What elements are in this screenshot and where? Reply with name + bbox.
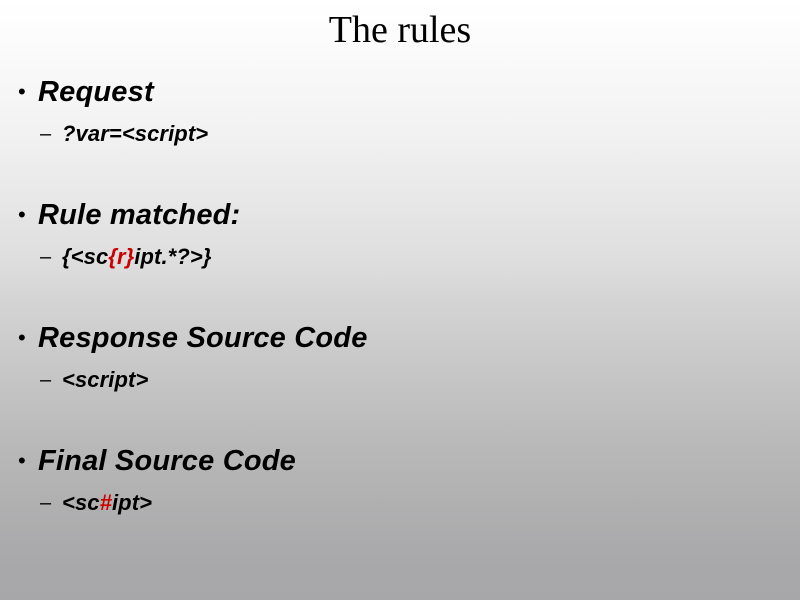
bullet-group: • Request –?var=<script> xyxy=(0,72,800,151)
sub-bullet-marker-icon: – xyxy=(40,492,52,514)
sub-bullet-item-final-source-code: –<sc#ipt> xyxy=(0,486,800,520)
page-title: The rules xyxy=(328,9,472,51)
bullet-group: • Final Source Code –<sc#ipt> xyxy=(0,441,800,520)
sub-bullet-text: <script> xyxy=(62,363,148,397)
bullet-group: • Rule matched: –{<sc{r}ipt.*?>} xyxy=(0,195,800,274)
sub-bullet-text-pre: {<sc xyxy=(62,244,109,269)
sub-bullet-text: {<sc{r}ipt.*?>} xyxy=(62,240,211,274)
sub-bullet-text-pre: ?var=<script> xyxy=(62,121,209,146)
sub-bullet-marker-icon: – xyxy=(40,123,52,145)
bullet-marker-icon: • xyxy=(18,79,26,104)
sub-bullet-text: <sc#ipt> xyxy=(62,486,152,520)
bullet-item-final-source-code: • Final Source Code xyxy=(0,441,800,481)
bullet-marker-icon: • xyxy=(18,448,26,473)
sub-bullet-marker-icon: – xyxy=(40,369,52,391)
bullet-marker-icon: • xyxy=(18,202,26,227)
bullet-item-rule-matched: • Rule matched: xyxy=(0,195,800,235)
sub-bullet-text-post: ipt.*?>} xyxy=(134,244,212,269)
sub-bullet-item-rule-matched: –{<sc{r}ipt.*?>} xyxy=(0,240,800,274)
bullet-label: Response Source Code xyxy=(38,322,368,354)
bullet-label: Rule matched: xyxy=(38,199,241,231)
sub-bullet-text-pre: <sc xyxy=(62,490,100,515)
bullet-item-response-source-code: • Response Source Code xyxy=(0,318,800,358)
sub-bullet-text-pre: <script> xyxy=(62,367,149,392)
sub-bullet-text-highlight: {r} xyxy=(108,244,135,269)
sub-bullet-text-post: ipt> xyxy=(111,490,153,515)
bullet-marker-icon: • xyxy=(18,325,26,350)
bullet-item-request: • Request xyxy=(0,72,800,112)
bullet-list: •Request –?var=<script> •Rule matched: –… xyxy=(0,72,800,520)
sub-bullet-text: ?var=<script> xyxy=(62,117,208,151)
sub-bullet-item-request: –?var=<script> xyxy=(0,117,800,151)
bullet-group: • Response Source Code –<script> xyxy=(0,318,800,397)
bullet-label: Final Source Code xyxy=(38,445,296,477)
sub-bullet-text-highlight: # xyxy=(99,490,112,515)
bullet-label: Request xyxy=(38,76,154,108)
sub-bullet-item-response-source-code: –<script> xyxy=(0,363,800,397)
sub-bullet-marker-icon: – xyxy=(40,246,52,268)
